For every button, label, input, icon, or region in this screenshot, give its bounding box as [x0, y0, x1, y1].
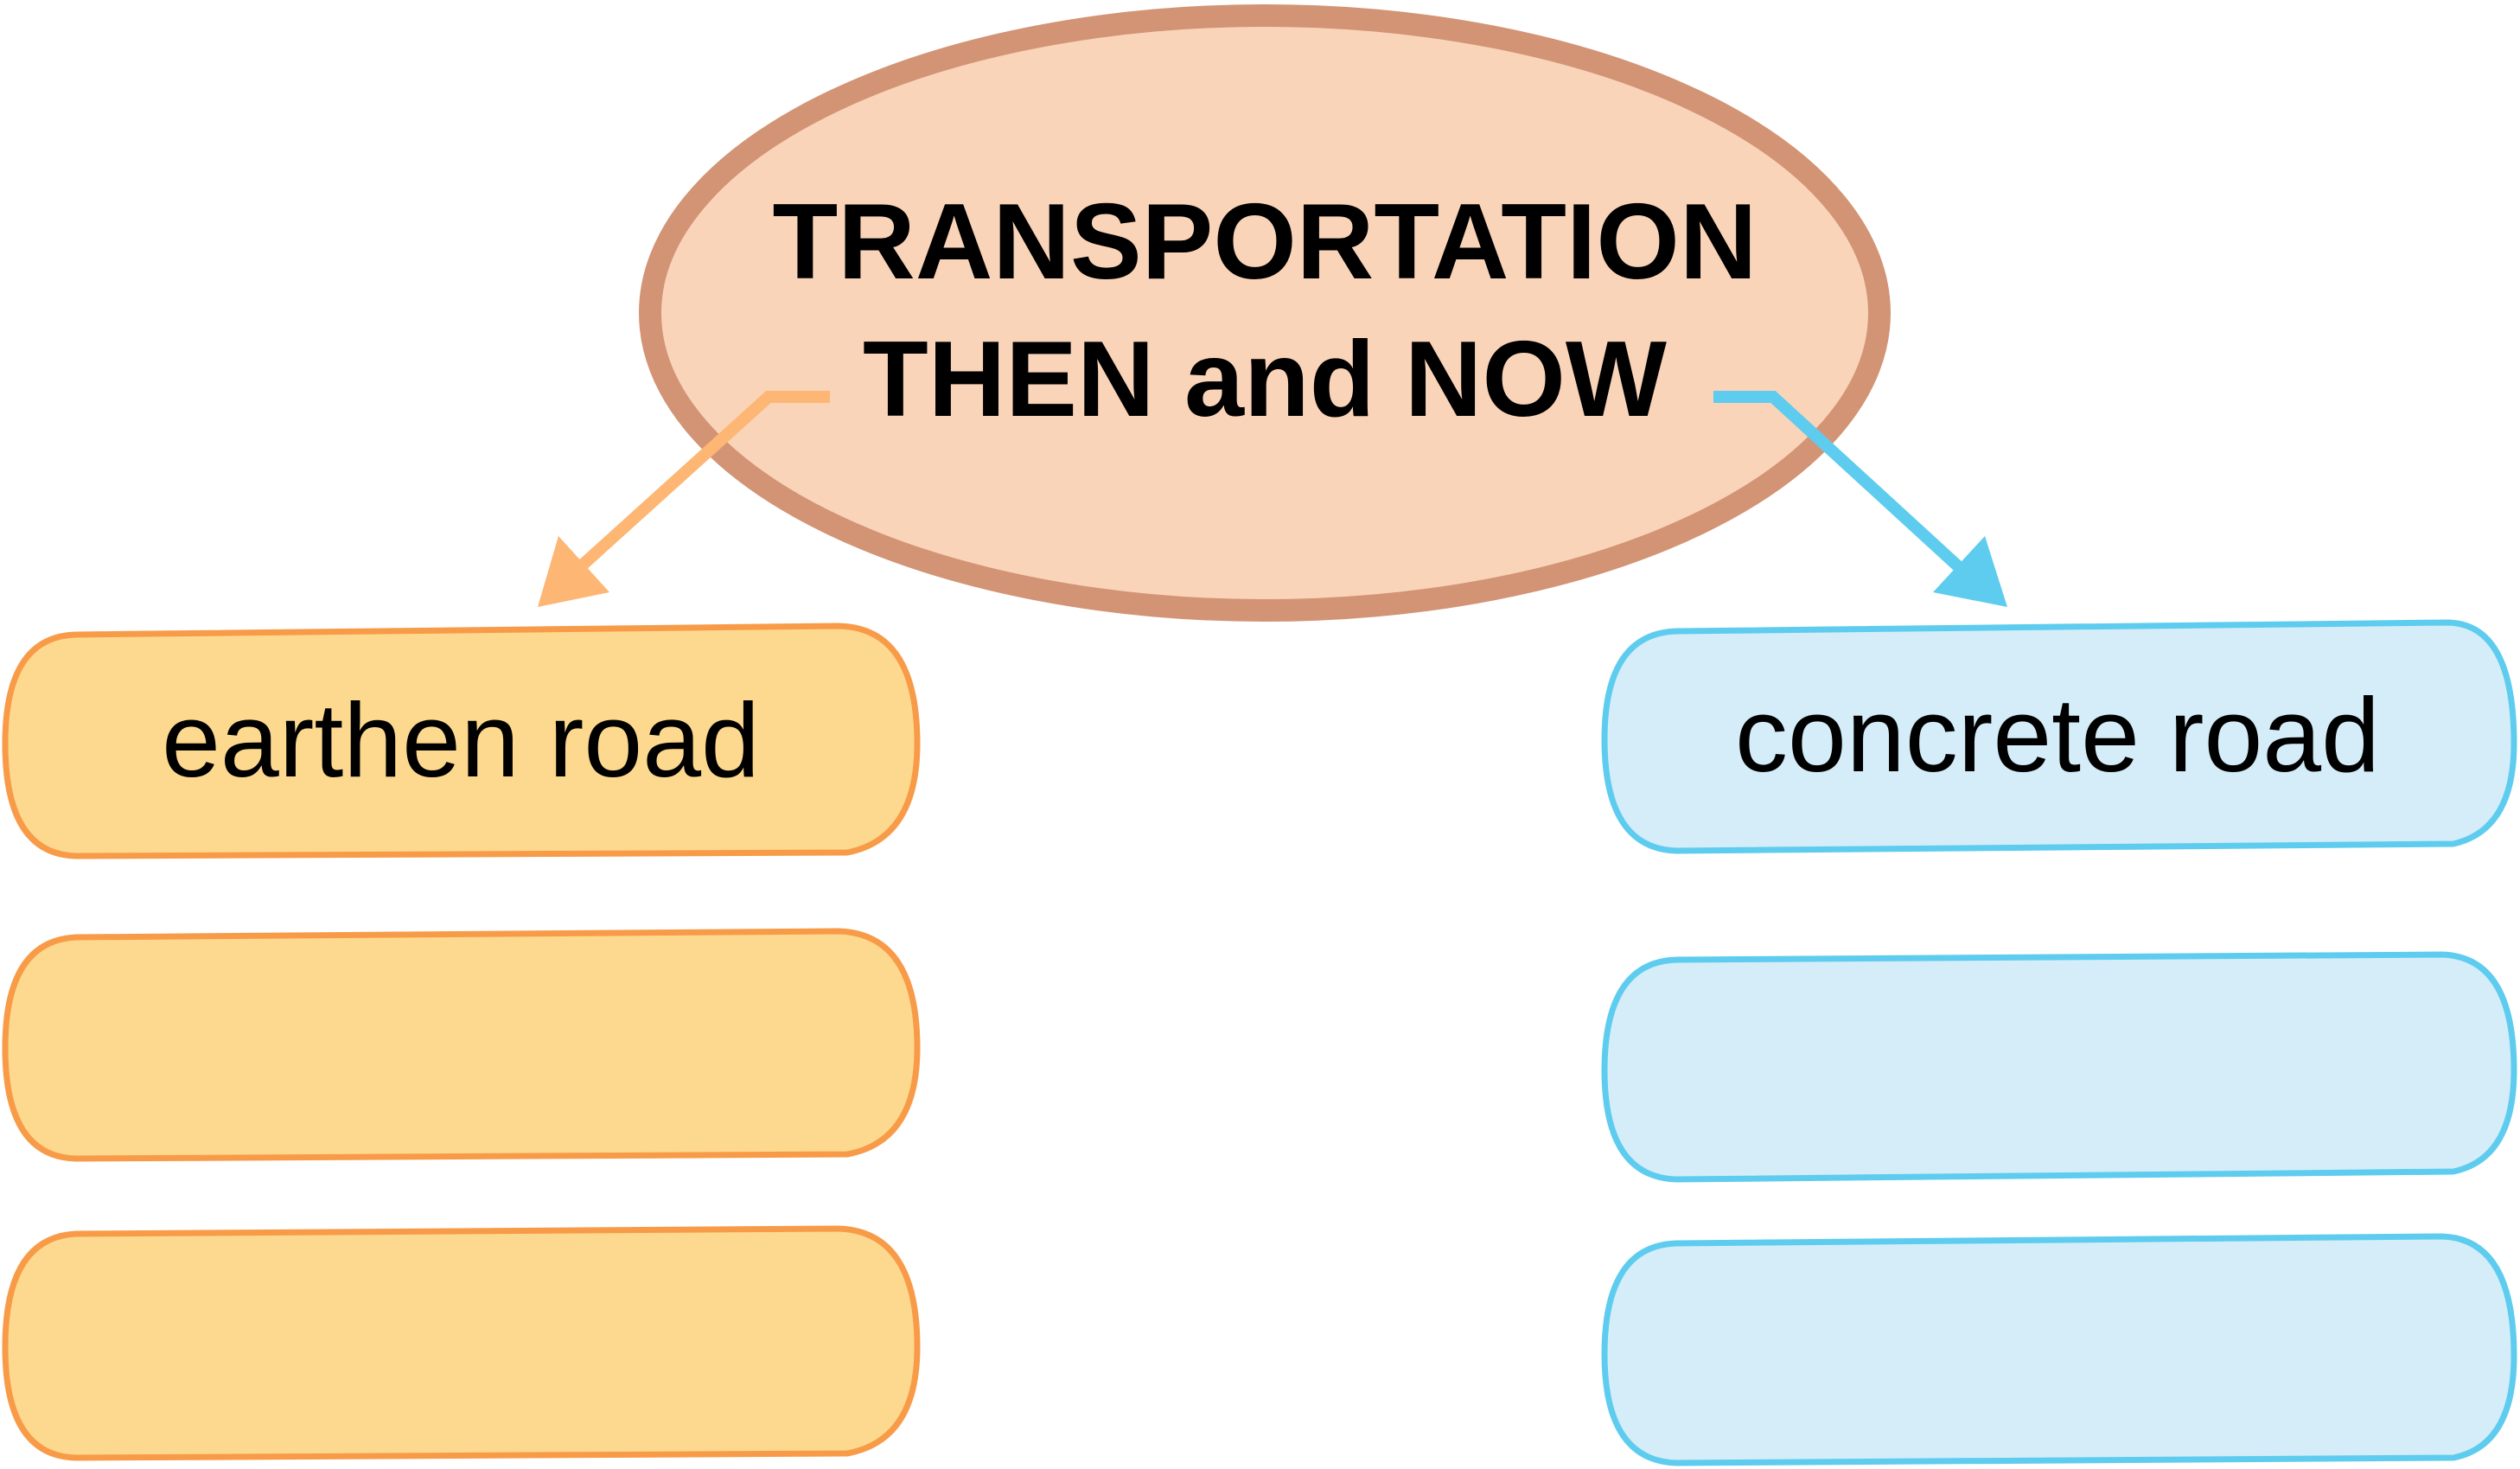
now-column: concrete road — [1601, 619, 2517, 1466]
then-arrow-line — [577, 391, 830, 572]
now-arrow — [1713, 391, 2007, 607]
title-line-1: TRANSPORTATION — [773, 182, 1758, 302]
title-line-2: THEN and NOW — [863, 320, 1667, 439]
now-box-3-shape — [1601, 1233, 2517, 1466]
then-box-2-shape — [2, 928, 921, 1162]
then-column: earthen road — [2, 623, 921, 1461]
now-box-1: concrete road — [1601, 619, 2517, 854]
now-arrow-line — [1713, 391, 1962, 572]
now-box-2-shape — [1601, 951, 2517, 1183]
central-topic: TRANSPORTATION THEN and NOW — [639, 4, 1891, 622]
then-box-1: earthen road — [2, 623, 921, 859]
then-arrowhead — [538, 536, 609, 607]
now-box-3 — [1601, 1233, 2517, 1466]
now-arrowhead — [1933, 536, 2007, 607]
then-box-3-shape — [2, 1225, 921, 1461]
then-box-1-shape — [2, 623, 921, 859]
now-box-1-shape — [1601, 619, 2517, 854]
then-box-2 — [2, 928, 921, 1162]
now-box-2 — [1601, 951, 2517, 1183]
now-box-1-label: concrete road — [1735, 676, 2380, 794]
then-box-1-label: earthen road — [162, 681, 760, 799]
then-arrow — [538, 391, 830, 607]
then-box-3 — [2, 1225, 921, 1461]
central-ellipse — [639, 4, 1891, 622]
